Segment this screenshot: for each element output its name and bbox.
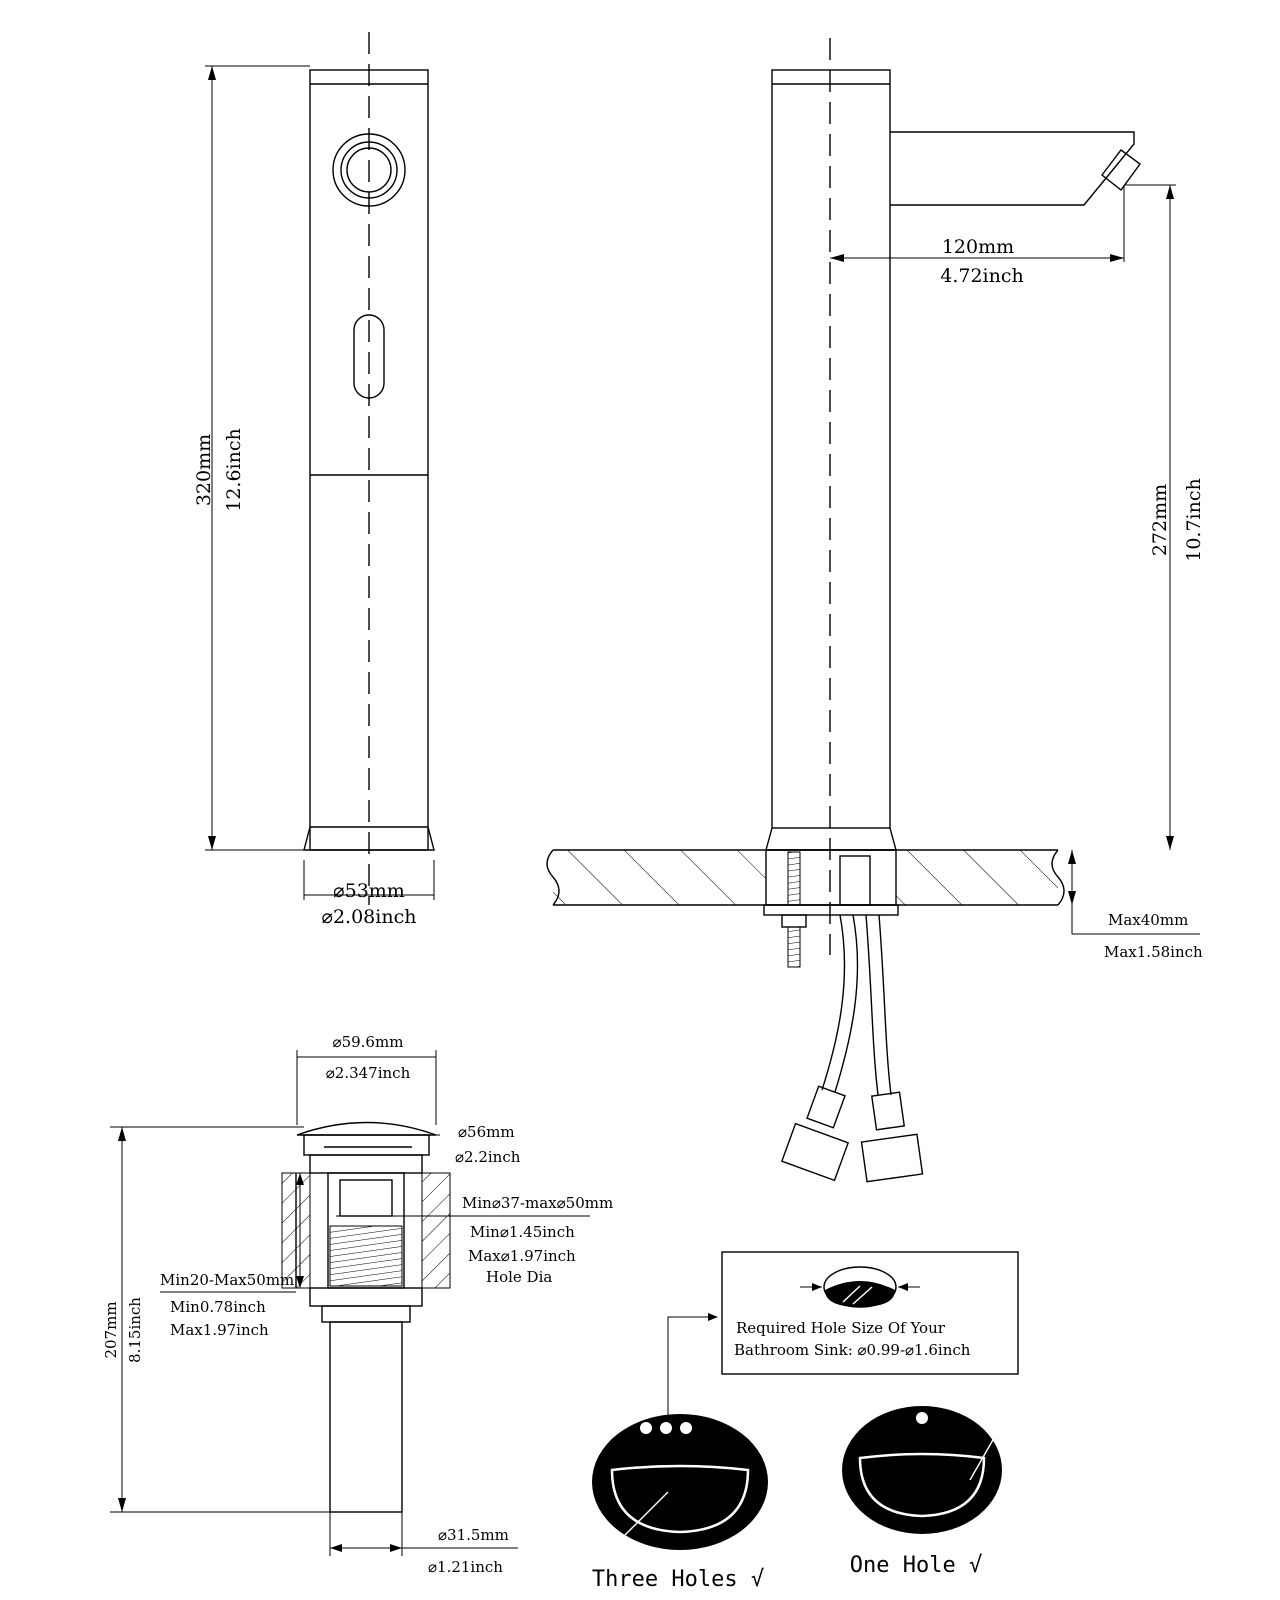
spout-reach-inch: 4.72inch: [940, 265, 1024, 287]
drain-cap-dia-mm: ⌀59.6mm: [333, 1033, 404, 1051]
three-hole-sink: Three Holes √: [592, 1414, 768, 1592]
faucet-hole-icon: [916, 1412, 928, 1424]
front-height-inch: 12.6inch: [223, 428, 245, 512]
hole-note-line1: Required Hole Size Of Your: [736, 1319, 946, 1337]
front-base-dia-mm: ⌀53mm: [333, 880, 405, 902]
one-hole-label: One Hole √: [850, 1553, 982, 1578]
faucet-hole-icon: [660, 1422, 672, 1434]
faucet-hole-icon: [640, 1422, 652, 1434]
spout-height-mm: 272mm: [1149, 484, 1171, 556]
drain-pipe-dia-inch: ⌀1.21inch: [428, 1558, 503, 1576]
drain-hole-dia-label: Hole Dia: [486, 1268, 552, 1286]
drain-flange-dia-inch: ⌀2.2inch: [455, 1148, 521, 1166]
spout-height-inch: 10.7inch: [1183, 478, 1205, 562]
drain-hole-range-mm: Min⌀37-max⌀50mm: [462, 1194, 613, 1212]
front-base-dia-inch: ⌀2.08inch: [322, 906, 417, 928]
drain-cap-dia-inch: ⌀2.347inch: [326, 1064, 411, 1082]
spout-reach-mm: 120mm: [942, 236, 1014, 258]
drain-thickness-mm: Min20-Max50mm: [160, 1271, 294, 1289]
one-hole-sink: One Hole √: [842, 1406, 1002, 1578]
drain-flange-dia-mm: ⌀56mm: [458, 1123, 515, 1141]
deck-max-mm: Max40mm: [1108, 911, 1188, 929]
front-view: 320mm 12.6inch ⌀53mm ⌀2.08inch: [193, 32, 435, 928]
drain-height-inch: 8.15inch: [126, 1297, 144, 1363]
countertop-section: [546, 849, 1065, 916]
drain-thickness-min-inch: Min0.78inch: [170, 1298, 266, 1316]
three-holes-label: Three Holes √: [592, 1567, 764, 1592]
supply-hoses: [780, 914, 924, 1183]
drain-view: ⌀59.6mm ⌀2.347inch ⌀56mm ⌀2.2inch Min⌀37…: [102, 1033, 613, 1576]
hole-note-line2: Bathroom Sink: ⌀0.99-⌀1.6inch: [734, 1341, 971, 1359]
hole-size-note: Required Hole Size Of Your Bathroom Sink…: [667, 1251, 1019, 1420]
hole-icon: [823, 1266, 897, 1308]
drain-height-mm: 207mm: [102, 1301, 120, 1358]
deck-max-inch: Max1.58inch: [1104, 943, 1203, 961]
drain-thickness-max-inch: Max1.97inch: [170, 1321, 269, 1339]
drain-hole-min-inch: Min⌀1.45inch: [470, 1223, 575, 1241]
drain-pipe-dia-mm: ⌀31.5mm: [438, 1526, 509, 1544]
mounting-bolt: [781, 914, 807, 968]
drain-hole-max-inch: Max⌀1.97inch: [468, 1247, 576, 1265]
faucet-hole-icon: [680, 1422, 692, 1434]
front-height-mm: 320mm: [193, 434, 215, 506]
side-view: 120mm 4.72inch 272mm 10.7inch: [546, 38, 1205, 1183]
